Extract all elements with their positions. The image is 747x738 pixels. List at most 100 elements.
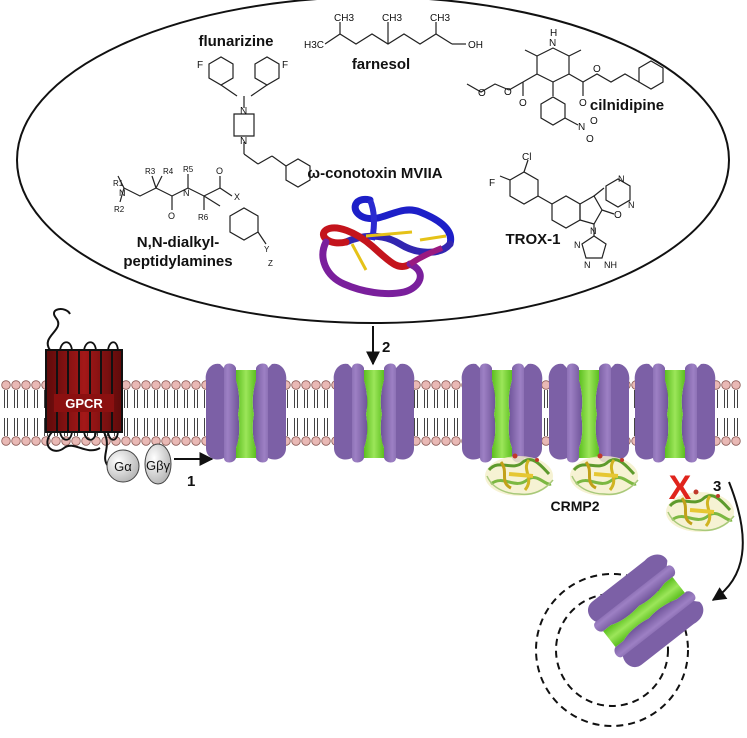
lipid-head-outer [191,380,201,390]
lipid-head-inner [171,436,181,446]
pep-z: Z [268,259,273,268]
lipid-head-outer [421,380,431,390]
trox1-indole-n: N [590,226,597,236]
lipid-head-outer [441,380,451,390]
cilnidipine-nh-h: H [550,28,557,39]
pep-r2: R2 [114,205,125,214]
cilnidipine-nitro-n: N [578,122,585,133]
label-flunarizine: flunarizine [198,33,273,50]
blocked-x-mark: X [669,469,692,507]
vesicle-outer [535,573,689,727]
lipid-head-inner [51,436,61,446]
lipid-head-outer [151,380,161,390]
flunarizine-f-right: F [282,60,288,71]
trox1-triazole-nh: NH [604,260,617,270]
cilnidipine-o5: O [593,64,601,75]
calcium-channel-2 [333,363,415,463]
lipid-head-outer [731,380,741,390]
label-farnesol: farnesol [352,56,410,73]
lipid-head-inner [161,436,171,446]
pep-r6: R6 [198,213,209,222]
pep-r4: R4 [163,167,174,176]
pep-r1: R1 [113,179,124,188]
g-betagamma-label: Gβγ [146,458,171,473]
lipid-head-inner [131,436,141,446]
calcium-channel-5 [634,363,716,463]
calcium-channel-3 [461,363,543,463]
lipid-head-outer [1,380,11,390]
arrow-3 [711,481,744,601]
cilnidipine-o3: O [478,88,486,99]
pep-x: X [234,192,240,202]
lipid-head-inner [441,436,451,446]
lipid-head-inner [71,436,81,446]
cilnidipine-o1: O [519,98,527,109]
crmp2-protein-2 [568,451,640,498]
lipid-head-inner [141,436,151,446]
trox1-o: O [614,210,622,221]
lipid-head-outer [431,380,441,390]
lipid-head-inner [431,436,441,446]
lipid-head-inner [321,436,331,446]
lipid-head-inner [721,436,731,446]
crmp2-label: CRMP2 [550,498,599,514]
flunarizine-f-left: F [197,60,203,71]
farnesol-ch3-3: CH3 [430,13,450,24]
farnesol-ch3-2: CH3 [382,13,402,24]
lipid-head-inner [121,436,131,446]
lipid-head-inner [1,436,11,446]
lipid-head-inner [291,436,301,446]
trox1-structure: F Cl N N N O NH N N [489,152,635,270]
peptidylamines-structure: R1 R2 R3 R4 R5 R6 N N O O X Y Z [113,165,273,268]
flunarizine-n-bottom: N [240,136,247,147]
farnesol-h3c: H3C [304,40,324,51]
label-peptidylamines-line2: peptidylamines [123,253,232,270]
internalized-channel [580,549,709,674]
flunarizine-structure: F F N N [197,56,311,188]
label-conotoxin: ω-conotoxin MVIIA [307,165,442,182]
calcium-channel-4 [548,363,630,463]
cilnidipine-nitro-o2: O [586,134,594,145]
gpcr-label: GPCR [65,396,103,411]
vesicle-inner [555,593,669,707]
drug-panel-ellipse [16,0,730,324]
crmp2-protein-1 [483,451,555,498]
g-alpha-label: Gα [114,459,132,474]
label-peptidylamines-line1: N,N-dialkyl- [137,234,220,251]
lipid-head-outer [161,380,171,390]
step-2-label: 2 [382,339,390,356]
calcium-channel-1 [205,363,287,463]
lipid-head-outer [171,380,181,390]
lipid-head-inner [451,436,461,446]
lipid-head-outer [131,380,141,390]
lipid-head-inner [421,436,431,446]
lipid-head-outer [311,380,321,390]
step-1-label: 1 [187,473,195,490]
trox1-pyrimidine-n2: N [628,200,635,210]
lipid-head-inner [311,436,321,446]
lipid-head-outer [31,380,41,390]
lipid-head-outer [21,380,31,390]
trox1-f: F [489,178,495,189]
cilnidipine-nitro-o1: O [590,116,598,127]
lipid-head-inner [31,436,41,446]
pep-n1: N [119,188,126,198]
lipid-head-outer [721,380,731,390]
lipid-head-inner [191,436,201,446]
lipid-head-outer [11,380,21,390]
pep-n2: N [183,188,190,198]
cilnidipine-structure: N H O O O O O N O O [466,28,664,145]
lipid-head-inner [301,436,311,446]
flunarizine-n-top: N [240,106,247,117]
gpcr-receptor: GPCR [45,308,123,467]
trox1-pyrimidine-n1: N [618,174,625,184]
pep-r5: R5 [183,165,194,174]
farnesol-oh: OH [468,40,483,51]
lipid-head-outer [321,380,331,390]
lipid-head-outer [141,380,151,390]
label-cilnidipine: cilnidipine [590,97,664,114]
trox1-triazole-n1: N [574,240,581,250]
pep-r3: R3 [145,167,156,176]
